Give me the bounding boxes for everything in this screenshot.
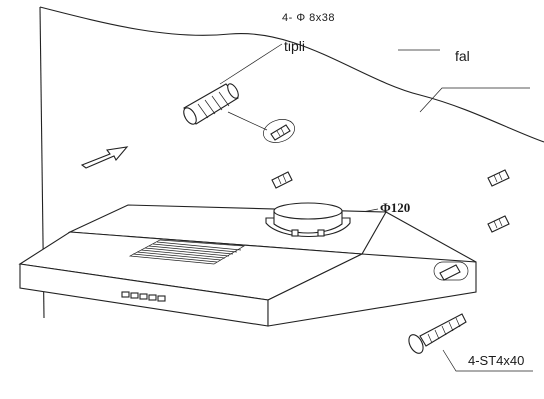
small-plug-icon — [487, 215, 510, 233]
screw-leader-line — [442, 349, 533, 372]
range-hood — [18, 202, 477, 327]
control-buttons — [121, 291, 166, 302]
mounting-direction-arrow — [80, 146, 129, 169]
dowel-leader-line — [219, 43, 283, 85]
vent-grille — [128, 239, 246, 265]
hood-rear-edge — [385, 211, 477, 263]
dowel-label: tipli — [284, 38, 306, 54]
wall-leader-line — [419, 87, 530, 113]
dowel-to-hole-line — [227, 111, 268, 131]
dowel-spec-label: 4- Φ 8x38 — [282, 12, 336, 24]
hood-right-side — [267, 253, 477, 327]
mounting-slot-icon — [433, 261, 469, 281]
wall-plug-icon — [183, 83, 239, 125]
duct-diameter-label: Φ120 — [380, 200, 411, 215]
screw-spec-label: 4-ST4x40 — [468, 353, 525, 368]
wall-label: fal — [455, 48, 470, 64]
duct-collar — [265, 202, 351, 238]
mounting-screw-icon — [408, 313, 467, 354]
small-plug-icon — [487, 169, 510, 187]
wall-top-edge — [39, 6, 544, 143]
small-plug-icon — [271, 171, 293, 189]
wall-hole-icon — [263, 119, 295, 143]
